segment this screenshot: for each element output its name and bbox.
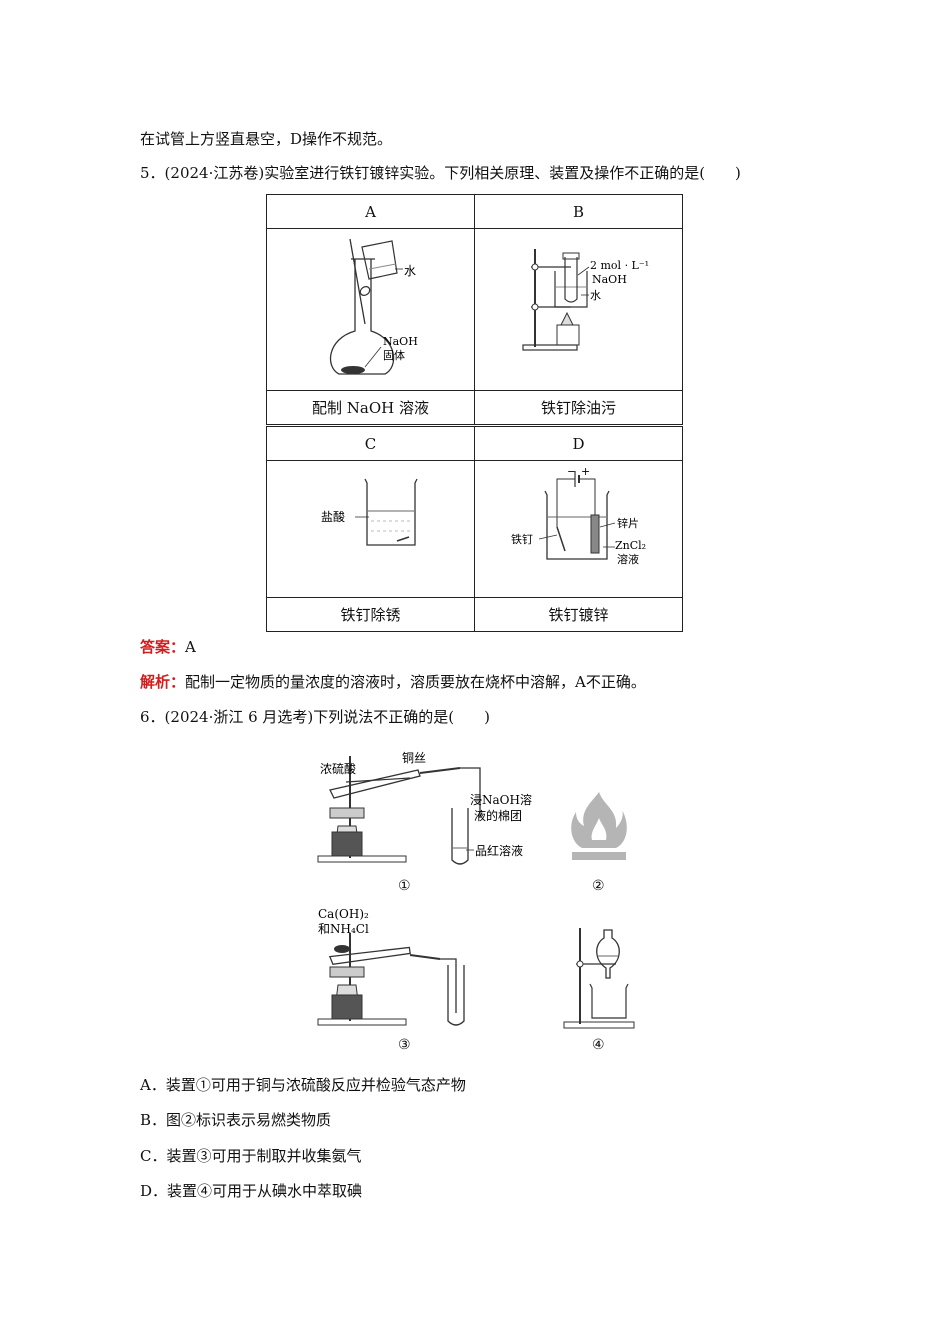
figure-3-ammonia: Ca(OH)₂ 和NH₄Cl — [317, 907, 465, 1026]
label-copper-wire: 铜丝 — [402, 750, 426, 765]
answer-value: A — [185, 638, 196, 656]
intro-line: 在试管上方竖直悬空，D操作不规范。 — [140, 130, 393, 148]
figure-1-copper-sulfuric: 浓硫酸 铜丝 浸NaOH溶 液的棉团 品红溶液 — [317, 750, 532, 865]
analysis-label: 解析： — [140, 673, 186, 691]
volumetric-flask-figure: 水 NaOH 固体 — [330, 238, 418, 375]
cell-a-letter: A — [266, 194, 475, 229]
cell-b-figure: 2 mol · L⁻¹ NaOH 水 — [474, 228, 683, 391]
label-water-b: 水 — [590, 289, 601, 302]
question-6-stem: 6．(2024·浙江 6 月选考)下列说法不正确的是( ) — [140, 708, 490, 726]
figure-3-number: ③ — [398, 1037, 411, 1053]
option-c: C．装置③可用于制取并收集氨气 — [140, 1147, 362, 1165]
label-plus-d: + — [581, 465, 590, 478]
label-conc-sulfuric: 浓硫酸 — [320, 761, 356, 776]
label-cotton-2: 液的棉团 — [474, 808, 522, 823]
cell-c-letter: C — [266, 426, 475, 461]
option-b: B．图②标识表示易燃类物质 — [140, 1111, 332, 1129]
answer-label: 答案： — [140, 638, 186, 656]
cell-c-caption: 铁钉除锈 — [266, 597, 475, 632]
label-naoh-b: NaOH — [592, 273, 627, 286]
cell-d-figure: − + 锌片 铁钉 ZnCl₂ 溶液 — [474, 460, 683, 598]
analysis-line: 解析：配制一定物质的量浓度的溶液时，溶质要放在烧杯中溶解，A不正确。 — [140, 672, 646, 692]
label-cotton-1: 浸NaOH溶 — [470, 792, 532, 807]
label-zinc-d: 锌片 — [617, 516, 639, 530]
flame-pictogram — [571, 792, 627, 860]
option-d: D．装置④可用于从碘水中萃取碘 — [140, 1182, 363, 1200]
answer-line: 答案：A — [140, 637, 196, 657]
label-water-a: 水 — [404, 264, 416, 278]
q5-table-bottom: C D 盐酸 − + — [266, 426, 683, 632]
figure-4-number: ④ — [592, 1037, 605, 1053]
q5-table-top: A B 水 NaOH 固体 — [266, 194, 683, 425]
figure-2-number: ② — [592, 878, 605, 894]
option-a: A．装置①可用于铜与浓硫酸反应并检验气态产物 — [140, 1076, 466, 1094]
label-nh4cl: 和NH₄Cl — [318, 922, 369, 936]
label-dye: 品红溶液 — [475, 843, 523, 858]
cell-b-letter: B — [474, 194, 683, 229]
water-bath-figure: 2 mol · L⁻¹ NaOH 水 — [522, 249, 649, 351]
label-conc-b: 2 mol · L⁻¹ — [590, 259, 649, 272]
cell-b-caption: 铁钉除油污 — [474, 390, 683, 425]
label-naoh-a: NaOH — [383, 335, 418, 348]
electroplating-figure: − + 锌片 铁钉 ZnCl₂ 溶液 — [511, 465, 646, 566]
analysis-text: 配制一定物质的量浓度的溶液时，溶质要放在烧杯中溶解，A不正确。 — [185, 673, 646, 691]
cell-a-figure: 水 NaOH 固体 — [266, 228, 475, 391]
figure-1-number: ① — [398, 878, 411, 894]
label-minus-d: − — [567, 465, 576, 478]
label-nail-d: 铁钉 — [511, 533, 533, 546]
label-solid-a: 固体 — [383, 348, 405, 362]
figure-4-separatory-funnel — [563, 928, 635, 1029]
cell-d-letter: D — [474, 426, 683, 461]
label-caoh2: Ca(OH)₂ — [318, 907, 369, 921]
acid-beaker-figure: 盐酸 — [321, 478, 418, 546]
cell-c-figure: 盐酸 — [266, 460, 475, 598]
label-soln-d: 溶液 — [617, 552, 639, 566]
label-zncl2-d: ZnCl₂ — [615, 539, 646, 552]
label-acid-c: 盐酸 — [321, 509, 345, 524]
cell-a-caption: 配制 NaOH 溶液 — [266, 390, 475, 425]
cell-d-caption: 铁钉镀锌 — [474, 597, 683, 632]
question-5-stem: 5．(2024·江苏卷)实验室进行铁钉镀锌实验。下列相关原理、装置及操作不正确的… — [140, 164, 741, 182]
